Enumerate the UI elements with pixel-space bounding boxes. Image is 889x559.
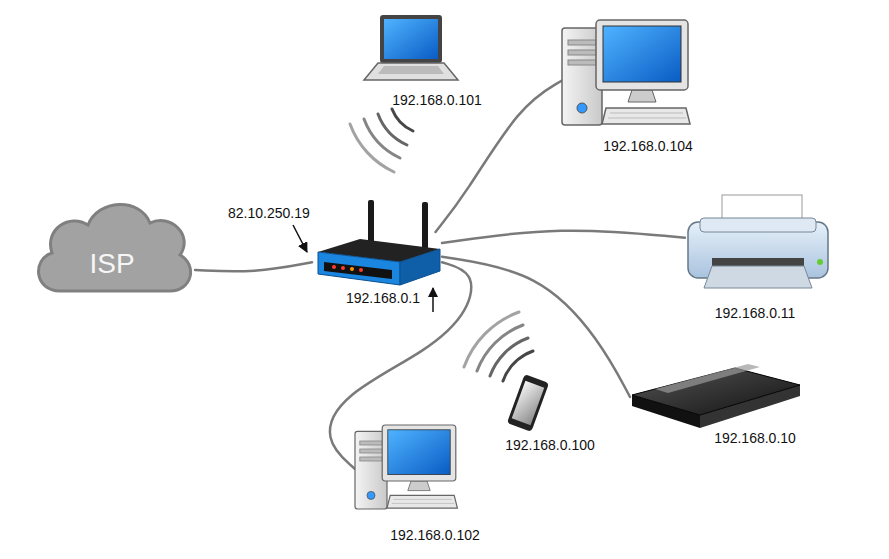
leader-arrow	[293, 225, 307, 252]
isp-label: ISP	[89, 249, 134, 280]
router	[368, 200, 374, 246]
wifi-waves	[392, 109, 413, 131]
ip-address: 82.10.250.19	[228, 206, 310, 221]
leader-arrow	[432, 288, 434, 312]
router	[341, 266, 345, 270]
cloud-shape	[30, 195, 195, 295]
printer	[700, 218, 816, 232]
leader-arrow	[293, 225, 433, 312]
router	[400, 249, 440, 285]
ip-address: 192.168.0.104	[603, 139, 693, 154]
printer: 192.168.0.11	[685, 195, 830, 290]
router	[359, 268, 363, 272]
router	[422, 202, 428, 250]
laptop	[364, 63, 458, 80]
desktop-computer	[562, 20, 690, 125]
smartphone	[512, 381, 544, 425]
router	[324, 262, 392, 279]
network-cable	[442, 231, 685, 243]
ip-address: 192.168.0.102	[390, 528, 480, 543]
ip-address: 192.168.0.101	[392, 93, 482, 108]
wifi-waves	[378, 114, 407, 145]
smartphone	[507, 374, 549, 432]
laptop: 192.168.0.101	[364, 15, 458, 81]
ip-address: 192.168.0.1	[346, 291, 420, 306]
wifi-waves	[350, 124, 394, 172]
smartphone: 192.168.0.100	[507, 376, 548, 433]
router	[318, 200, 440, 285]
wifi-waves	[464, 312, 519, 367]
desktop-computer: 192.168.0.104	[562, 20, 690, 130]
game-console	[655, 364, 760, 393]
desktop-computer	[355, 425, 457, 509]
router	[350, 267, 354, 271]
printer	[817, 259, 823, 265]
laptop	[364, 15, 458, 80]
game-console	[632, 364, 800, 428]
ip-address: 192.168.0.10	[714, 431, 796, 446]
laptop	[380, 15, 442, 63]
laptop	[378, 66, 444, 74]
smartphone	[507, 374, 549, 432]
wifi-waves	[464, 312, 533, 381]
router	[332, 265, 336, 269]
router	[318, 252, 400, 285]
network-cable	[195, 262, 312, 271]
wifi-waves	[477, 325, 523, 371]
printer	[712, 258, 804, 266]
wifi-waves	[350, 109, 413, 172]
game-console: 192.168.0.10	[630, 366, 802, 428]
wifi-waves	[364, 119, 400, 158]
ip-address: 192.168.0.11	[715, 306, 796, 321]
router: 82.10.250.19192.168.0.1	[312, 232, 442, 287]
ip-address: 192.168.0.100	[505, 438, 595, 453]
printer	[688, 195, 828, 288]
printer	[704, 266, 812, 288]
isp-cloud: ISP	[30, 195, 195, 295]
desktop-computer: 192.168.0.102	[355, 425, 458, 513]
laptop	[384, 19, 438, 59]
cloud-shape	[39, 204, 191, 291]
